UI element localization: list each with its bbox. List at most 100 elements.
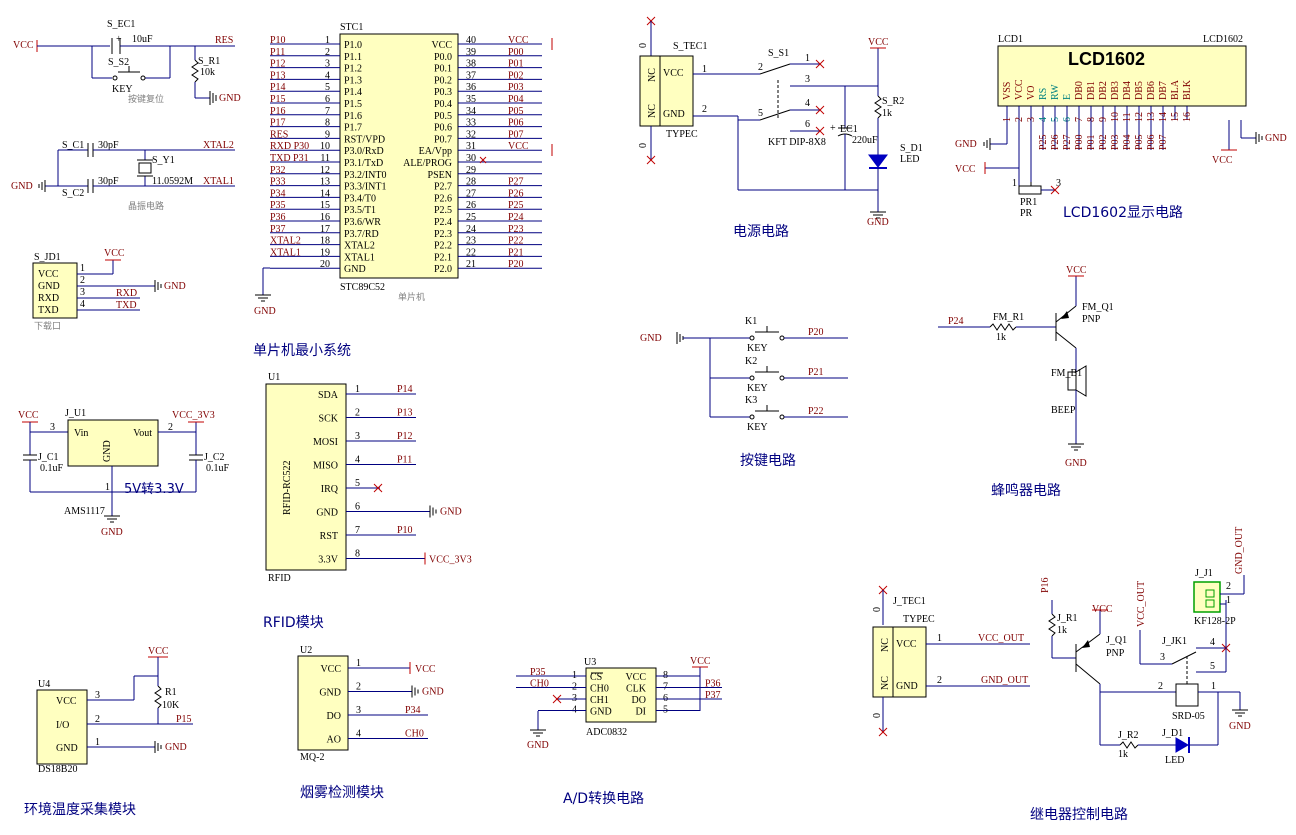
lcd-pin-label: DB2 — [1098, 81, 1109, 100]
svg-text:2: 2 — [168, 422, 173, 433]
title-power: 电源电路 — [733, 224, 789, 240]
lcd-pin-label: VCC — [1014, 79, 1025, 100]
mcu-pin-right: PSEN — [428, 170, 452, 181]
mq2-pin-label: AO — [327, 735, 341, 746]
svg-text:CH0: CH0 — [530, 679, 549, 690]
mcu-net-left: RES — [270, 129, 288, 140]
mcu-pin-right: EA/Vpp — [419, 146, 452, 157]
svg-text:37: 37 — [466, 70, 476, 81]
rfid-body-label: RFID-RC522 — [282, 461, 293, 515]
mcu-pin-left: P3.0/RxD — [344, 146, 384, 157]
mcu-net-right: P04 — [508, 94, 524, 105]
res-label: RES — [215, 35, 233, 46]
svg-text:31: 31 — [466, 141, 476, 152]
mcu-net-left: P11 — [270, 47, 285, 58]
rfid-net-label: VCC_3V3 — [429, 555, 472, 566]
svg-text:12: 12 — [320, 165, 330, 176]
rfid-pin-label: SDA — [318, 390, 339, 401]
svg-text:BEEP: BEEP — [1051, 405, 1076, 416]
ldo-body — [67, 419, 159, 467]
mcu-net-left: XTAL1 — [270, 247, 301, 258]
rxd-label: RXD — [116, 288, 137, 299]
svg-text:2: 2 — [758, 62, 763, 73]
mcu-pin-left: P3.3/INT1 — [344, 182, 387, 193]
svg-text:4: 4 — [1038, 117, 1049, 122]
mq2-part: MQ-2 — [300, 752, 324, 763]
mcu-pin-right: P0.5 — [434, 111, 452, 122]
svg-text:2: 2 — [80, 275, 85, 286]
lcd-pin-label: DB1 — [1086, 81, 1097, 100]
rfid-net-label: P12 — [397, 431, 413, 442]
lcd-net-label: P06 — [1146, 134, 1157, 150]
svg-text:1: 1 — [937, 633, 942, 644]
u2-designator: U2 — [300, 645, 312, 656]
svg-text:17: 17 — [320, 224, 330, 235]
svg-text:FM_B1: FM_B1 — [1051, 368, 1082, 379]
lcd-body — [997, 45, 1247, 107]
mcu-pin-right: P2.1 — [434, 252, 452, 263]
mcu-pin-left: GND — [344, 264, 366, 275]
svg-text:GND: GND — [102, 440, 113, 462]
svg-text:Vout: Vout — [133, 428, 152, 439]
title-relay: 继电器控制电路 — [1030, 807, 1128, 823]
svg-text:27: 27 — [466, 188, 476, 199]
svg-text:15: 15 — [1170, 112, 1181, 122]
svg-text:R1: R1 — [165, 687, 177, 698]
mcu-net-left: P14 — [270, 82, 286, 93]
svg-text:7: 7 — [355, 525, 360, 536]
svg-text:1k: 1k — [996, 332, 1006, 343]
mcu-net-left: P15 — [270, 94, 286, 105]
adc-pin-right: DO — [632, 695, 646, 706]
ds18b20-body — [36, 689, 88, 765]
svg-text:40: 40 — [466, 35, 476, 46]
svg-text:J_JK1: J_JK1 — [1162, 636, 1187, 647]
svg-text:VCC: VCC — [148, 646, 169, 657]
mcu-pin-right: P0.7 — [434, 134, 452, 145]
svg-text:5: 5 — [355, 478, 360, 489]
svg-text:VCC_OUT: VCC_OUT — [978, 633, 1024, 644]
svg-text:GND: GND — [422, 687, 444, 698]
mcu-net-left: P33 — [270, 177, 286, 188]
svg-text:0: 0 — [872, 713, 883, 718]
svg-text:4: 4 — [325, 70, 330, 81]
svg-text:GND: GND — [663, 109, 685, 120]
svg-text:GND: GND — [165, 742, 187, 753]
svg-text:SRD-05: SRD-05 — [1172, 711, 1205, 722]
svg-text:2: 2 — [356, 682, 361, 693]
s-c1-value: 30pF — [98, 140, 119, 151]
crystal-note: 晶振电路 — [128, 200, 164, 211]
mcu-pin-left: P1.4 — [344, 87, 362, 98]
svg-text:GND: GND — [254, 306, 276, 317]
mcu-pin-left: P1.2 — [344, 64, 362, 75]
key-designator: K3 — [745, 395, 757, 406]
s-r1-designator: S_R1 — [198, 56, 220, 67]
mcu-net-right: P27 — [508, 177, 524, 188]
mcu-net-left: P34 — [270, 188, 286, 199]
svg-text:J_Q1: J_Q1 — [1106, 635, 1127, 646]
svg-text:GND_OUT: GND_OUT — [981, 675, 1028, 686]
svg-text:22: 22 — [466, 247, 476, 258]
svg-text:+: + — [116, 34, 122, 45]
mcu-pin-right: P2.5 — [434, 205, 452, 216]
rfid-pin-label: RST — [320, 531, 338, 542]
mcu-pin-right: P0.4 — [434, 99, 452, 110]
rfid-body — [265, 383, 347, 571]
svg-text:1k: 1k — [1118, 749, 1128, 760]
crystal-circuit: S_C1 30pF XTAL2 S_C2 30pF XTAL1 GND S_Y1… — [11, 140, 235, 211]
svg-text:3: 3 — [50, 422, 55, 433]
mcu-pin-left: P1.7 — [344, 123, 362, 134]
lcd-pin-label: RS — [1038, 88, 1049, 100]
svg-text:P37: P37 — [705, 690, 721, 701]
svg-text:24: 24 — [466, 224, 476, 235]
svg-text:21: 21 — [466, 259, 476, 270]
mq2-pin-label: DO — [327, 711, 341, 722]
svg-text:1: 1 — [1002, 117, 1013, 122]
svg-text:20: 20 — [320, 259, 330, 270]
vcc-label-jd1: VCC — [104, 248, 125, 259]
svg-text:9: 9 — [325, 129, 330, 140]
u3-designator: U3 — [584, 657, 596, 668]
